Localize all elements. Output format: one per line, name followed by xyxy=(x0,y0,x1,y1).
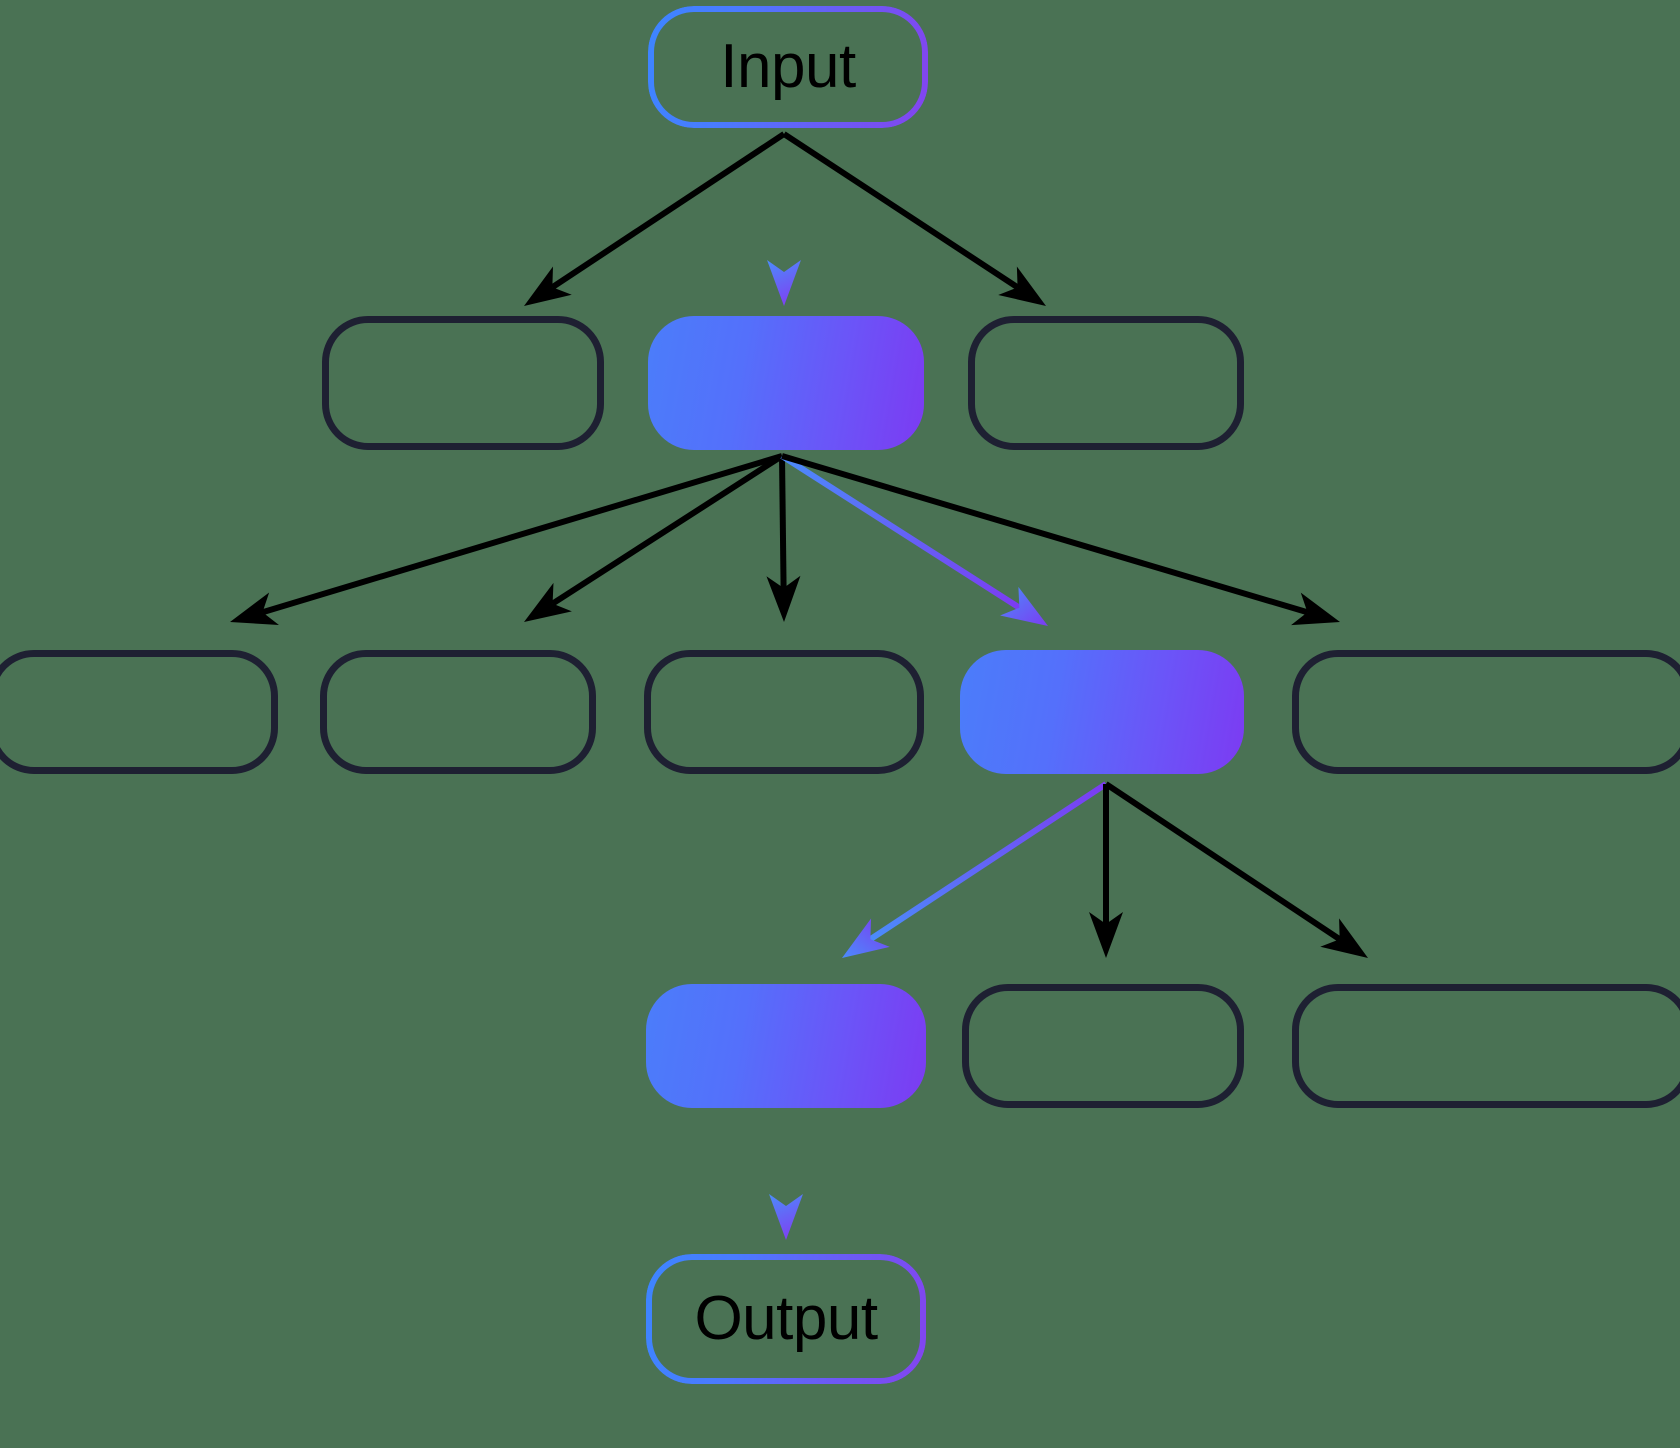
tree-node-n2c[interactable] xyxy=(644,650,924,774)
tree-node-n1b[interactable] xyxy=(648,316,924,450)
tree-node-n2a[interactable] xyxy=(0,650,278,774)
tree-node-n1a[interactable] xyxy=(322,316,604,450)
tree-node-n2e[interactable] xyxy=(1292,650,1680,774)
node-gradient-ring xyxy=(646,1254,926,1384)
tree-node-n3a[interactable] xyxy=(646,984,926,1108)
tree-node-n2b[interactable] xyxy=(320,650,596,774)
tree-node-output[interactable]: Output xyxy=(646,1254,926,1384)
tree-node-input[interactable]: Input xyxy=(648,6,928,128)
tree-node-n1c[interactable] xyxy=(968,316,1244,450)
tree-node-label: Output xyxy=(694,1284,878,1353)
node-gradient-ring xyxy=(648,6,928,128)
tree-node-label: Input xyxy=(720,32,856,101)
tree-node-n3b[interactable] xyxy=(962,984,1244,1108)
tree-node-n2d[interactable] xyxy=(960,650,1244,774)
tree-node-n3c[interactable] xyxy=(1292,984,1680,1108)
